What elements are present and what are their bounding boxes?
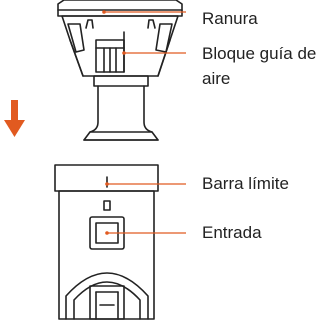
down-arrow-icon — [4, 100, 25, 137]
label-bloque-line2: aire — [202, 69, 231, 88]
label-entrada: Entrada — [202, 223, 262, 242]
label-ranura: Ranura — [202, 9, 258, 28]
label-bloque-line1: Bloque guía de — [202, 44, 317, 63]
module-neck — [93, 75, 149, 87]
indicator-slot — [103, 200, 111, 211]
base-unit — [54, 164, 159, 320]
label-barra: Barra límite — [202, 174, 289, 193]
air-guide-module — [57, 0, 183, 141]
module-cap — [57, 0, 183, 17]
